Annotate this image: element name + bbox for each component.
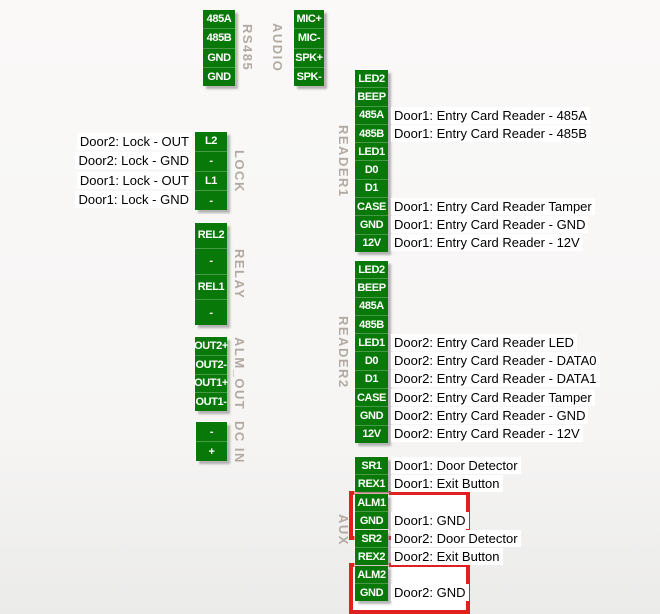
lock-annotation-door2-out: Door2: Lock - OUT: [76, 133, 192, 150]
reader1-annotation-485b: Door1: Entry Card Reader - 485B: [391, 125, 590, 142]
reader2-group-label: READER2: [336, 315, 351, 389]
lock-block-pin-0: L2: [204, 135, 218, 148]
lock-group-label: LOCK: [232, 149, 247, 193]
reader2-block-pin-1: BEEP: [355, 278, 388, 296]
reader1-block-pin-4: LED1: [355, 142, 388, 160]
audio-block: MIC+ MIC-SPK+SPK-: [294, 10, 324, 86]
reader2-annotation-gnd: Door2: Entry Card Reader - GND: [391, 407, 589, 424]
reader2-block-pin-2: 485A: [355, 296, 388, 315]
reader2-block-pin-0: LED2: [358, 263, 385, 276]
lock-block-pin-2: L1: [195, 170, 227, 191]
reader2-block-pin-3: 485B: [355, 314, 388, 333]
relay-block-pin-2: REL1: [195, 273, 227, 300]
lock-annotation-door1-out: Door1: Lock - OUT: [76, 172, 192, 189]
dc-in-group-label: DC IN: [232, 420, 247, 464]
reader1-block-pin-5: D0: [355, 160, 388, 178]
reader1-block-pin-9: 12V: [355, 233, 388, 252]
alm-out-group-label: ALM_OUT: [232, 337, 247, 411]
alm-out-block-pin-1: OUT2-: [195, 354, 227, 374]
reader1-annotation-gnd: Door1: Entry Card Reader - GND: [391, 216, 589, 233]
rs485-group-label: RS485: [240, 24, 255, 72]
reader1-annotation-485a: Door1: Entry Card Reader - 485A: [391, 107, 590, 124]
aux-group-label: AUX: [336, 513, 351, 546]
reader1-block-pin-6: D1: [355, 178, 388, 197]
aux-alm2-gnd-block-pin-0: ALM2: [357, 568, 386, 581]
reader1-block-pin-0: LED2: [358, 72, 385, 85]
aux-annotation-door2-detector: Door2: Door Detector: [391, 530, 521, 547]
aux-annotation-door1-detector: Door1: Door Detector: [391, 457, 521, 474]
lock-annotation-door1-gnd: Door1: Lock - GND: [75, 191, 192, 208]
aux-alm1-gnd-block-pin-1: GND: [355, 511, 388, 529]
relay-block-pin-3: -: [195, 299, 227, 325]
audio-block-pin-2: SPK+: [294, 47, 324, 67]
rs485-block-pin-3: GND: [203, 66, 235, 86]
lock-block-pin-1: -: [195, 150, 227, 171]
reader1-annotation-12v: Door1: Entry Card Reader - 12V: [391, 234, 583, 251]
rs485-block-pin-2: GND: [203, 47, 235, 67]
reader2-block-pin-8: GND: [355, 406, 388, 424]
lock-annotation-door2-gnd: Door2: Lock - GND: [75, 152, 192, 169]
aux-sr2-rex2-block-pin-0: SR2: [361, 532, 382, 545]
dc-in-block-pin-1: +: [196, 441, 227, 461]
alm-out-block: OUT2+ OUT2-OUT1+OUT1-: [194, 337, 228, 411]
reader1-annotation-tamper: Door1: Entry Card Reader Tamper: [391, 198, 595, 215]
reader2-annotation-tamper: Door2: Entry Card Reader Tamper: [391, 389, 595, 406]
aux-annotation-door2-exit: Door2: Exit Button: [391, 548, 503, 565]
reader2-annotation-data1: Door2: Entry Card Reader - DATA1: [391, 370, 600, 387]
reader2-annotation-12v: Door2: Entry Card Reader - 12V: [391, 425, 583, 442]
relay-block-pin-0: REL2: [197, 229, 225, 242]
aux-annotation-door2-gnd: Door2: GND: [391, 584, 469, 601]
audio-block-pin-1: MIC-: [294, 28, 324, 47]
lock-block: L2 -L1-: [195, 132, 227, 210]
relay-group-label: RELAY: [232, 248, 247, 300]
aux-alm2-gnd-block-pin-1: GND: [355, 583, 388, 601]
rs485-block-pin-0: 485A: [206, 13, 232, 26]
relay-block: REL2 -REL1-: [195, 223, 227, 325]
rs485-block-pin-1: 485B: [203, 28, 235, 47]
aux-sr1-rex1-block-pin-0: SR1: [361, 459, 382, 472]
aux-annotation-door1-exit: Door1: Exit Button: [391, 475, 503, 492]
audio-group-label: AUDIO: [270, 23, 285, 73]
lock-block-pin-3: -: [195, 190, 227, 210]
reader1-group-label: READER1: [336, 124, 351, 198]
alm-out-block-pin-2: OUT1+: [194, 373, 228, 393]
reader1-block-pin-3: 485B: [355, 123, 388, 142]
reader2-block-pin-5: D0: [355, 351, 388, 369]
aux-sr1-rex1-block-pin-1: REX1: [355, 474, 388, 492]
reader1-block-pin-7: CASE: [355, 197, 388, 215]
reader2-block-pin-7: CASE: [355, 388, 388, 406]
alm-out-block-pin-0: OUT2+: [194, 339, 228, 352]
reader2-annotation-led: Door2: Entry Card Reader LED: [391, 334, 577, 351]
reader1-block-pin-2: 485A: [355, 105, 388, 124]
aux-alm1-gnd-block-pin-0: ALM1: [357, 496, 386, 509]
audio-block-pin-3: SPK-: [294, 66, 324, 86]
reader2-block-pin-9: 12V: [355, 424, 388, 443]
aux-annotation-door1-gnd: Door1: GND: [391, 512, 469, 529]
dc-in-block: -+: [196, 422, 227, 461]
relay-block-pin-1: -: [195, 247, 227, 274]
dc-in-block-pin-0: -: [209, 425, 214, 438]
aux-sr2-rex2-block-pin-1: REX2: [355, 547, 388, 565]
alm-out-block-pin-3: OUT1-: [195, 392, 227, 411]
reader2-block-pin-4: LED1: [355, 333, 388, 351]
reader1-block-pin-1: BEEP: [355, 87, 388, 105]
reader2-block-pin-6: D1: [355, 369, 388, 388]
audio-block-pin-0: MIC+: [296, 13, 322, 26]
reader1-block-pin-8: GND: [355, 215, 388, 233]
reader2-annotation-data0: Door2: Entry Card Reader - DATA0: [391, 352, 600, 369]
